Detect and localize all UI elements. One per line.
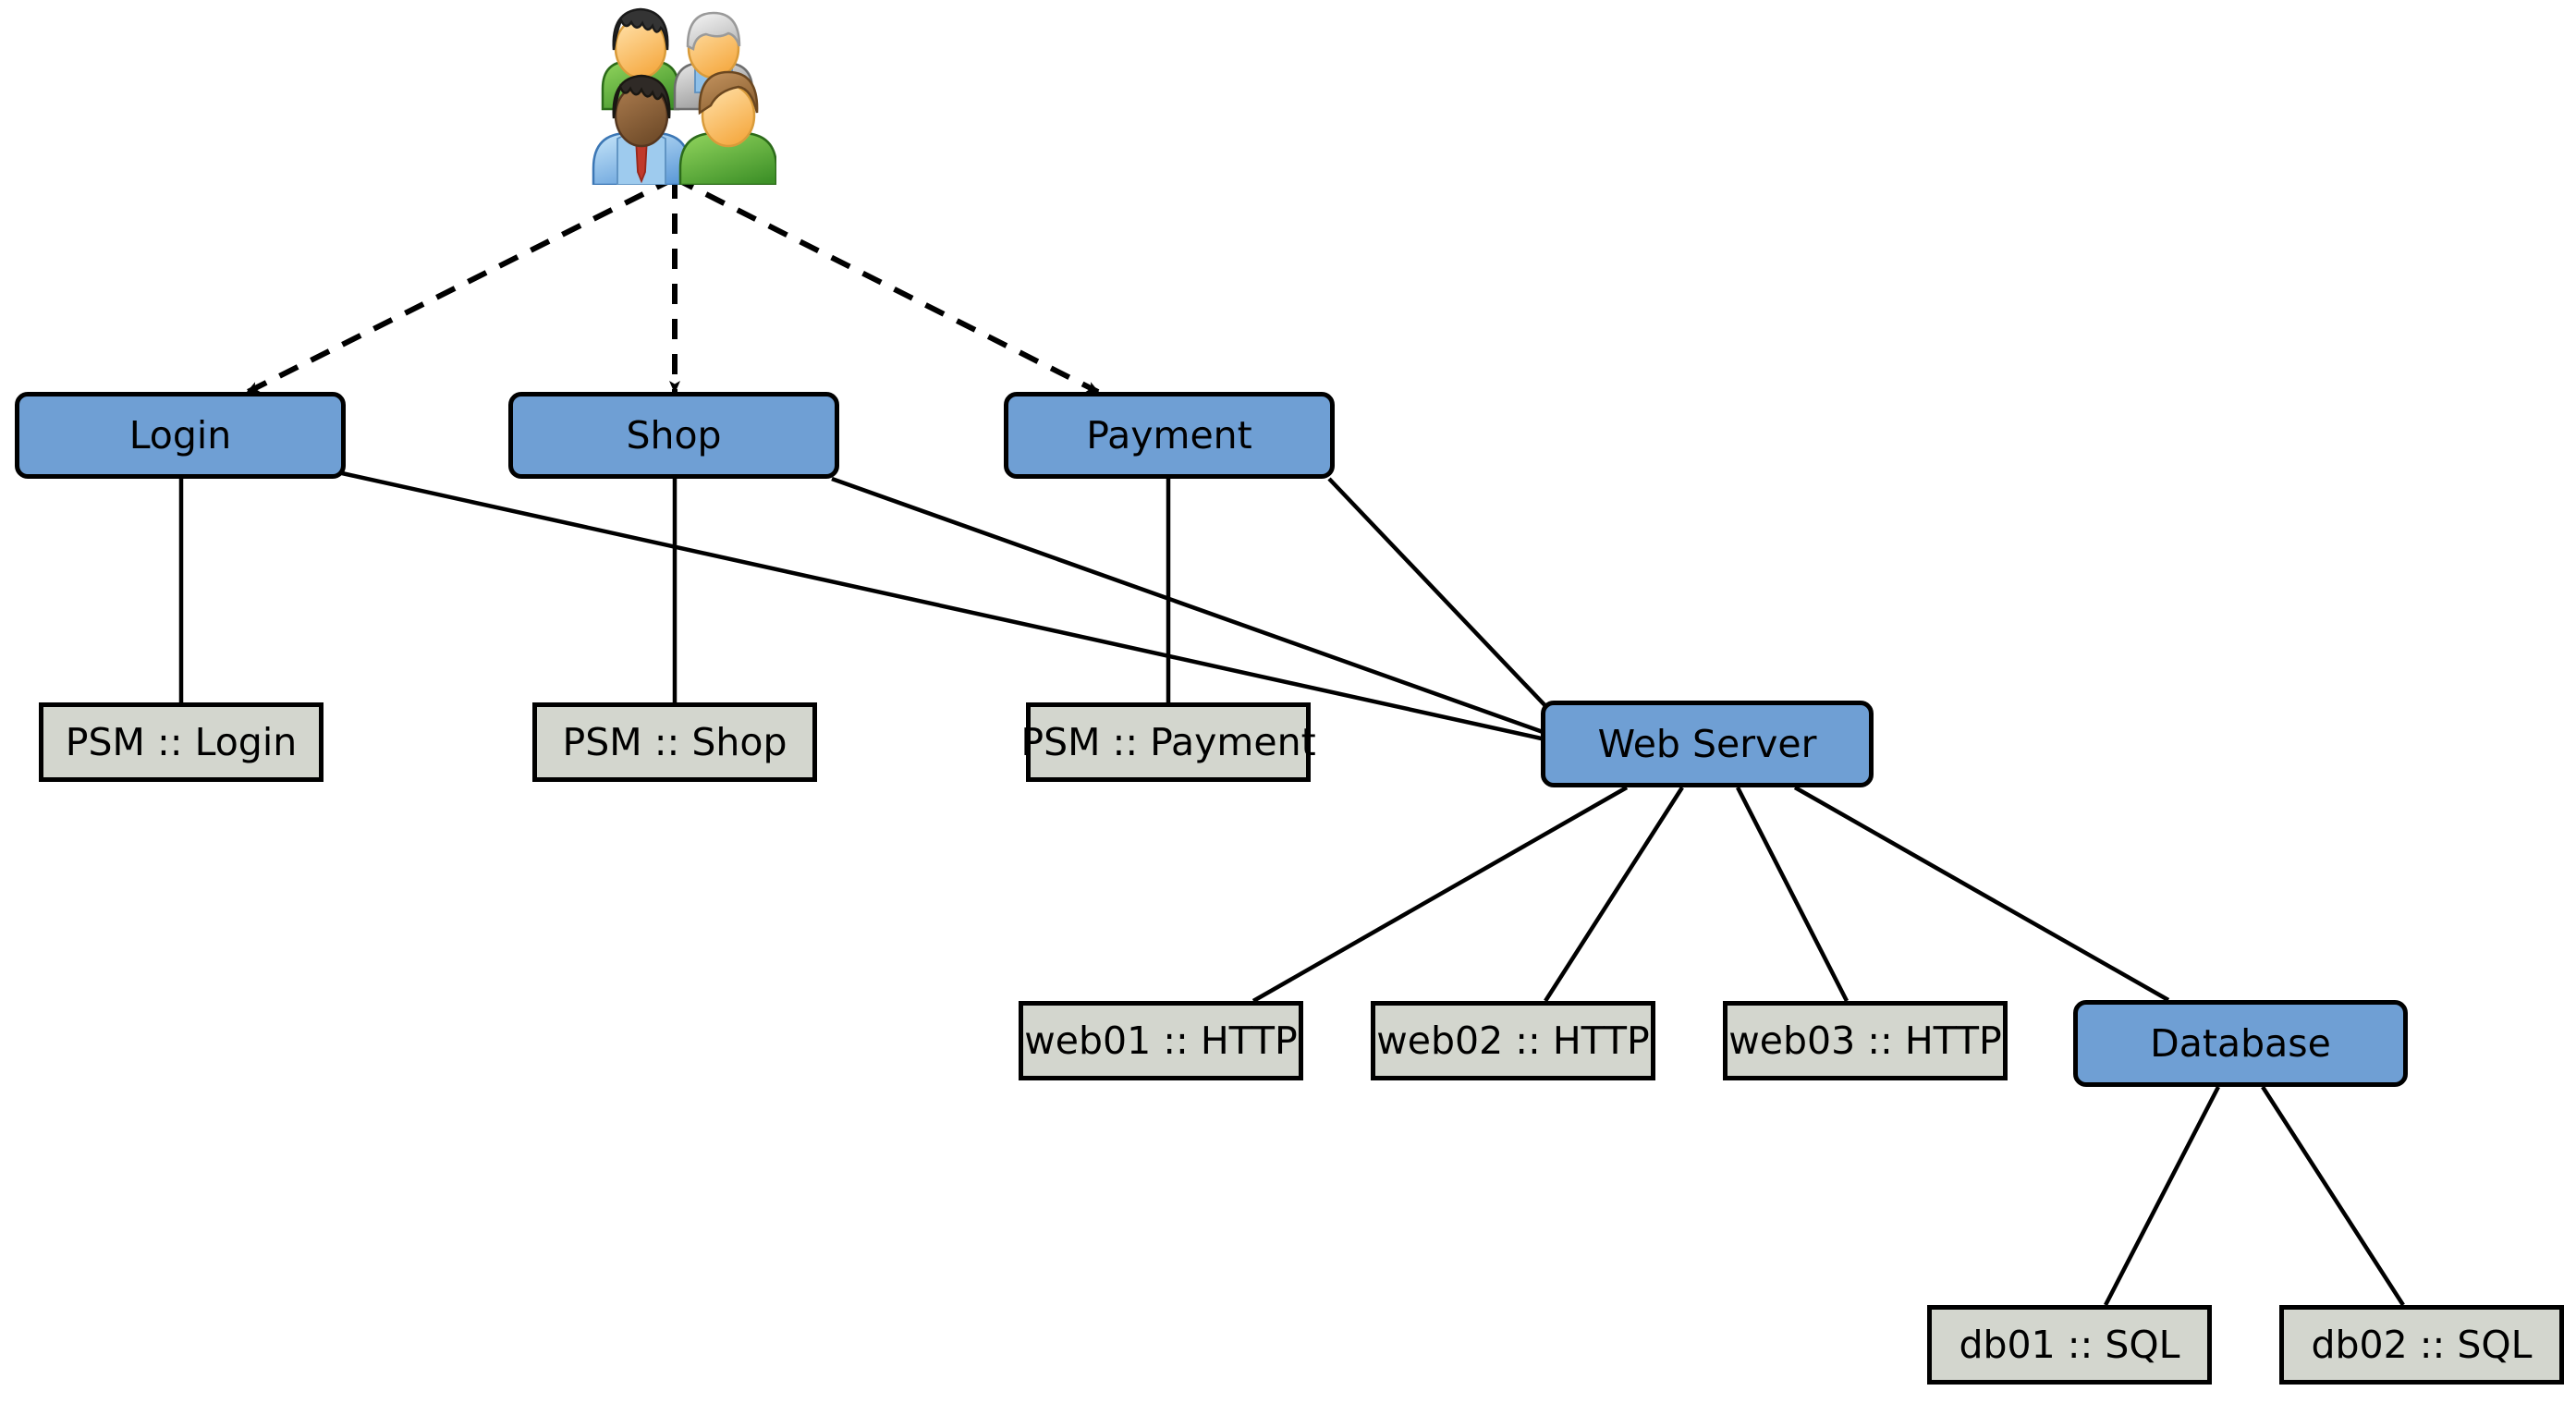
edge-login-to-webserver xyxy=(341,470,1546,742)
node-web03[interactable]: web03 :: HTTP xyxy=(1723,1001,2008,1080)
node-web02[interactable]: web02 :: HTTP xyxy=(1371,1001,1655,1080)
node-db01[interactable]: db01 :: SQL xyxy=(1927,1305,2212,1385)
node-web01[interactable]: web01 :: HTTP xyxy=(1019,1001,1303,1080)
node-db02[interactable]: db02 :: SQL xyxy=(2279,1305,2564,1385)
node-login[interactable]: Login xyxy=(15,392,346,479)
edge-webserver-to-web02 xyxy=(1544,786,1684,1003)
node-label: PSM :: Login xyxy=(65,719,298,764)
edge-webserver-to-database xyxy=(1793,786,2170,1002)
edge-webserver-to-web03 xyxy=(1735,786,1850,1003)
edge-payment-to-webserver xyxy=(1327,477,1553,714)
node-label: PSM :: Shop xyxy=(562,719,787,764)
person-front-left xyxy=(592,74,691,187)
node-label: PSM :: Payment xyxy=(1020,719,1316,764)
edge-webserver-to-web01 xyxy=(1251,786,1629,1003)
node-label: Payment xyxy=(1086,412,1252,458)
edge-actor-to-login xyxy=(246,176,677,395)
node-webserver[interactable]: Web Server xyxy=(1541,701,1874,787)
edge-database-to-db02 xyxy=(2261,1085,2405,1307)
node-label: web01 :: HTTP xyxy=(1024,1018,1298,1063)
node-label: Shop xyxy=(626,412,722,458)
node-label: web03 :: HTTP xyxy=(1728,1018,2002,1063)
node-psm_pay[interactable]: PSM :: Payment xyxy=(1020,702,1316,782)
node-database[interactable]: Database xyxy=(2073,1000,2408,1087)
edge-actor-to-payment xyxy=(673,176,1100,395)
node-shop[interactable]: Shop xyxy=(508,392,839,479)
actor-group-icon xyxy=(564,0,778,187)
person-front-right xyxy=(678,70,778,187)
node-label: Login xyxy=(128,412,232,458)
node-label: Web Server xyxy=(1597,721,1817,766)
node-psm_login[interactable]: PSM :: Login xyxy=(39,702,324,782)
edge-shop-to-webserver xyxy=(831,476,1546,736)
edge-database-to-db01 xyxy=(2104,1085,2220,1307)
node-label: Database xyxy=(2150,1020,2331,1066)
node-label: db01 :: SQL xyxy=(1959,1322,2180,1367)
node-label: web02 :: HTTP xyxy=(1376,1018,1650,1063)
node-label: db02 :: SQL xyxy=(2311,1322,2533,1367)
node-psm_shop[interactable]: PSM :: Shop xyxy=(532,702,817,782)
node-payment[interactable]: Payment xyxy=(1004,392,1335,479)
